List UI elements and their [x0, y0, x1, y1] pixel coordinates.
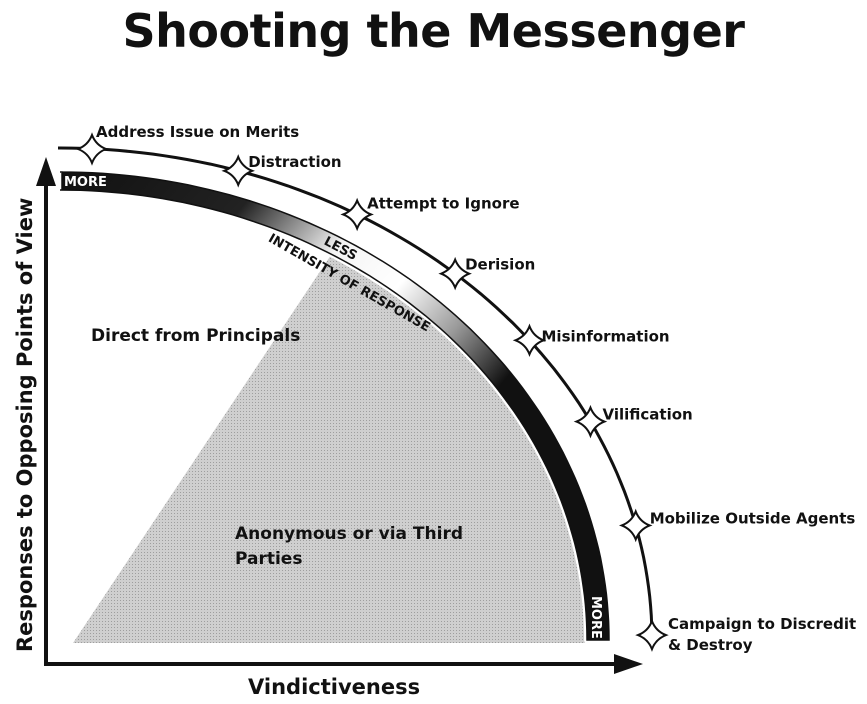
response-item: Campaign to Discredit & Destroy [635, 615, 856, 654]
x-axis-label: Vindictiveness [248, 675, 420, 699]
star-marker-icon [340, 197, 374, 232]
x-axis-arrowhead-icon [614, 654, 643, 674]
response-item: Mobilize Outside Agents [618, 508, 856, 543]
response-label: Derision [465, 256, 535, 274]
response-label: Vilification [603, 406, 693, 424]
direct-region-label: Direct from Principals [91, 326, 300, 346]
response-label: Address Issue on Merits [96, 123, 299, 141]
response-item: Derision [438, 256, 535, 291]
diagram-title: Shooting the Messenger [122, 4, 745, 58]
response-label: Mobilize Outside Agents [650, 509, 856, 527]
response-label: Attempt to Ignore [367, 195, 519, 213]
intensity-band [59, 171, 610, 641]
response-item: Distraction [221, 153, 342, 188]
response-label-line2: & Destroy [668, 636, 753, 654]
star-marker-icon [221, 154, 255, 188]
response-item: Vilification [573, 404, 693, 439]
response-item: Attempt to Ignore [340, 195, 520, 232]
y-axis-label: Responses to Opposing Points of View [13, 198, 37, 652]
anonymous-region [73, 256, 585, 643]
band-end-label: MORE [588, 596, 603, 639]
response-label: Campaign to Discredit [668, 615, 856, 633]
band-start-label: MORE [64, 175, 107, 190]
response-item: Address Issue on Merits [75, 123, 299, 166]
response-arc [58, 146, 654, 645]
star-marker-icon [512, 323, 547, 358]
anonymous-region-label-line1: Anonymous or via Third [235, 524, 463, 544]
star-marker-icon [573, 404, 608, 439]
response-label: Distraction [248, 153, 341, 171]
anonymous-region-label-line2: Parties [235, 549, 302, 569]
response-markers: Address Issue on MeritsDistractionAttemp… [75, 123, 856, 654]
star-marker-icon [618, 508, 653, 543]
star-marker-icon [75, 132, 109, 166]
response-label: Misinformation [542, 327, 670, 345]
star-marker-icon [635, 618, 669, 652]
y-axis-arrowhead-icon [36, 157, 56, 186]
star-marker-icon [438, 256, 472, 291]
response-item: Misinformation [512, 323, 670, 358]
